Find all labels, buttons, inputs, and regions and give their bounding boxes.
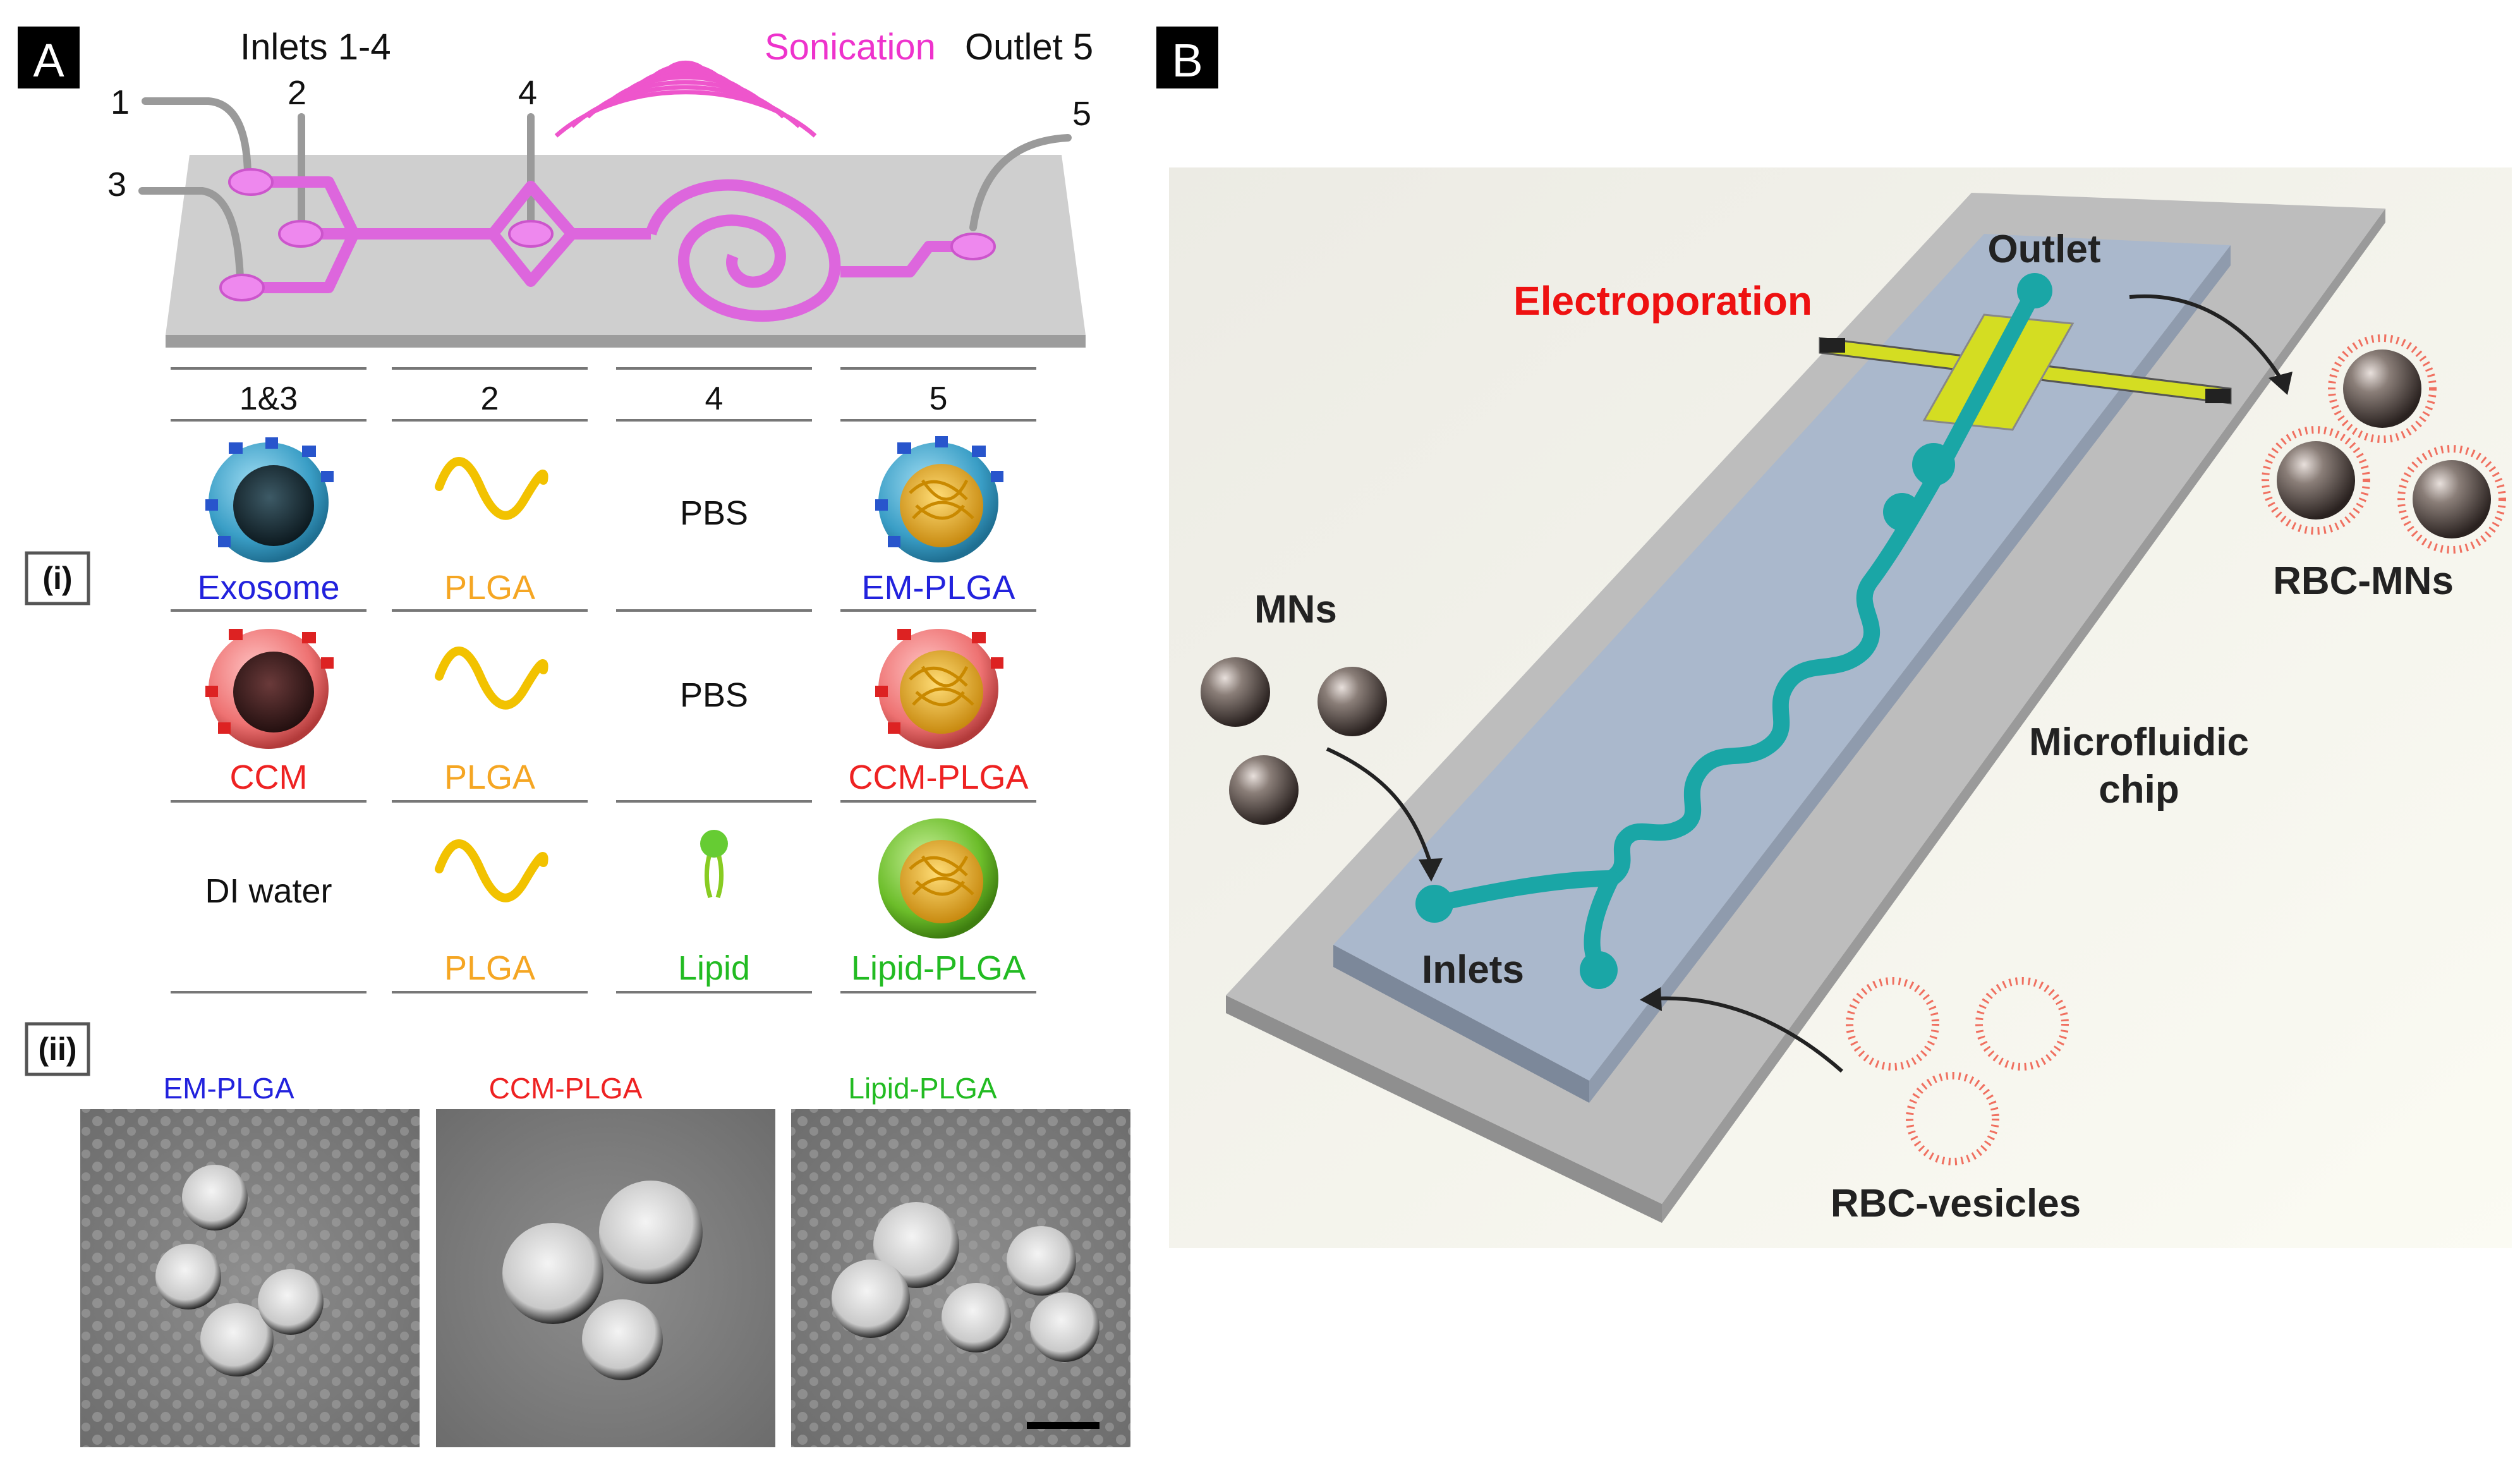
chip-ports: [219, 168, 996, 301]
vesicles-arrow: [1655, 996, 1843, 1073]
cell-r2-c1: CCM: [230, 758, 308, 796]
table-header: 1&3 2 4 5: [171, 367, 1036, 422]
cell-r3-c1: DI water: [205, 872, 332, 910]
plga-icon-2: [435, 647, 548, 710]
panel-b-label-box: [1156, 27, 1218, 88]
chip-label-line1: Microfluidic: [2029, 720, 2249, 764]
panel-a: A Inlets 1-4 Sonication Outlet 5 1 2 3 4…: [18, 27, 1130, 1447]
port-number-1: 1: [111, 83, 130, 121]
column-header-4: 4: [705, 380, 724, 417]
table-row-2: PBS CCM PLGA CCM-PLGA: [171, 629, 1036, 803]
rbc-mn-particles: [2262, 334, 2506, 554]
panel-b: B: [1156, 27, 2512, 1248]
cell-r1-c1: Exosome: [197, 569, 339, 607]
microfluidic-chip-b: [1226, 193, 2385, 1223]
inlet-tubes: [138, 97, 1072, 282]
row-label-ii: (ii): [38, 1031, 76, 1067]
plga-icon-1: [435, 457, 548, 520]
port-number-2: 2: [288, 74, 306, 112]
lipid-icon: [700, 830, 728, 899]
electroporation-label: Electroporation: [1513, 278, 1812, 324]
rbc-vesicles-label: RBC-vesicles: [1831, 1182, 2081, 1225]
plga-icon-3: [435, 839, 548, 902]
column-header-5: 5: [930, 380, 948, 417]
rbc-mns-label: RBC-MNs: [2273, 559, 2454, 603]
vesicles-arrowhead: [1640, 987, 1662, 1011]
inlets-label-b: Inlets: [1422, 948, 1524, 992]
cell-r3-c2: PLGA: [444, 949, 535, 987]
panel-b-label: B: [1172, 34, 1202, 87]
mns-label: MNs: [1254, 588, 1337, 631]
ccm-plga-icon: [875, 629, 1003, 749]
port-number-5: 5: [1072, 95, 1091, 133]
ccm-icon: [205, 629, 334, 749]
row-label-ii-box: [25, 1022, 90, 1076]
microfluidic-chip-a: [166, 155, 1086, 348]
outlet-label-b: Outlet: [1987, 228, 2100, 271]
table-row-1: PBS Exosome PLGA EM-PLGA: [171, 436, 1036, 612]
rbc-vesicles: [1846, 977, 2069, 1165]
panel-a-label-box: [18, 27, 80, 88]
port-number-4: 4: [518, 74, 537, 112]
outlet-arrowhead: [2269, 372, 2293, 395]
mns-arrowhead: [1419, 858, 1443, 882]
tem-image-em-plga: [80, 1109, 420, 1447]
tem-image-lipid-plga: [791, 1109, 1130, 1447]
tem-label-ccm-plga: CCM-PLGA: [489, 1072, 643, 1105]
mns-arrow: [1326, 747, 1433, 866]
cell-r3-c4: Lipid-PLGA: [851, 949, 1026, 987]
exosome-icon: [205, 437, 334, 562]
cell-r2-c2: PLGA: [444, 758, 535, 796]
row-label-i: (i): [42, 561, 72, 596]
inlets-label: Inlets 1-4: [240, 27, 391, 68]
channel-b-bulbs: [1415, 273, 2052, 989]
mn-particles: [1201, 657, 1387, 825]
cell-r2-c3: PBS: [680, 676, 748, 714]
lipid-plga-icon: [878, 818, 998, 939]
cell-r1-c4: EM-PLGA: [861, 569, 1015, 607]
tem-image-ccm-plga: [436, 1109, 775, 1447]
em-plga-icon: [875, 436, 1003, 562]
sonication-label: Sonication: [765, 27, 936, 68]
cell-r2-c4: CCM-PLGA: [848, 758, 1028, 796]
port-number-3: 3: [107, 166, 126, 204]
cell-r3-c3: Lipid: [678, 949, 750, 987]
outlet-label: Outlet 5: [965, 27, 1093, 68]
panel-a-label: A: [33, 34, 64, 87]
scale-bar: [1027, 1422, 1099, 1429]
cell-r1-c2: PLGA: [444, 569, 535, 607]
outlet-arrow: [2129, 294, 2283, 380]
row-label-i-box: [25, 551, 90, 605]
tem-label-em-plga: EM-PLGA: [163, 1072, 294, 1105]
sonication-waves-icon: [554, 60, 817, 138]
column-header-2: 2: [481, 380, 499, 417]
cell-r1-c3: PBS: [680, 494, 748, 532]
chip-label-line2: chip: [2099, 768, 2179, 811]
table-row-3: DI water PLGA Lipid Lipid-PLGA: [171, 818, 1036, 993]
column-header-1-3: 1&3: [239, 380, 298, 417]
tem-label-lipid-plga: Lipid-PLGA: [848, 1072, 997, 1105]
